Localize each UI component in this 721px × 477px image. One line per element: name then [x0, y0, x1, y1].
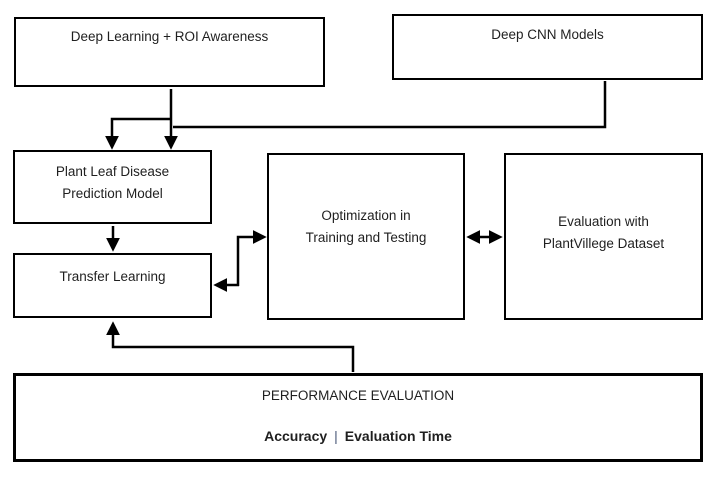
box-evaluation-plantvillege-dataset: Evaluation with PlantVillege Dataset	[504, 153, 703, 320]
metric-evaluation-time: Evaluation Time	[344, 428, 452, 444]
metric-separator: |	[334, 428, 338, 444]
connector-roi-branch-to-plant-model	[105, 117, 172, 150]
box-label-line2: Training and Testing	[305, 230, 427, 245]
box-performance-evaluation: PERFORMANCE EVALUATION Accuracy | Evaluati…	[13, 373, 703, 462]
box-deep-learning-roi-awareness: Deep Learning + ROI Awareness	[14, 17, 325, 87]
box-plant-leaf-disease-prediction-model: Plant Leaf Disease Prediction Model	[13, 150, 212, 224]
performance-title: PERFORMANCE EVALUATION	[261, 388, 455, 403]
box-transfer-learning: Transfer Learning	[13, 253, 212, 318]
box-label-line2: PlantVillege Dataset	[542, 236, 665, 251]
connector-cnn-to-plant-model	[173, 81, 607, 129]
box-label: Deep CNN Models	[491, 27, 604, 42]
box-label-line1: Plant Leaf Disease	[55, 164, 170, 179]
box-label-line1: Optimization in	[321, 208, 411, 223]
box-label: Deep Learning + ROI Awareness	[70, 29, 269, 44]
box-deep-cnn-models: Deep CNN Models	[392, 14, 703, 80]
box-label: Transfer Learning	[59, 269, 166, 284]
connector-performance-to-transfer	[106, 321, 355, 372]
performance-metrics: Accuracy | Evaluation Time	[16, 427, 700, 445]
connector-transfer-to-optimization	[236, 230, 267, 286]
metric-accuracy: Accuracy	[264, 428, 328, 444]
box-label-line2: Prediction Model	[62, 186, 163, 201]
box-label-line1: Evaluation with	[558, 214, 649, 229]
box-optimization-training-testing: Optimization in Training and Testing	[267, 153, 465, 320]
